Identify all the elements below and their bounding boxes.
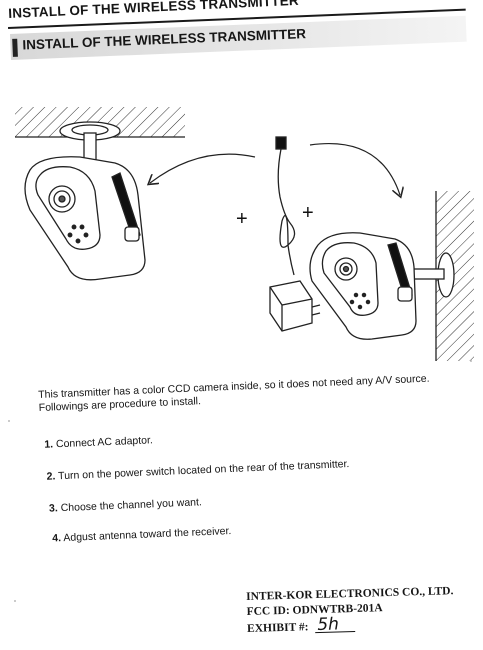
camera-ceiling-mount [24, 121, 146, 281]
step-number: 3. [48, 502, 59, 515]
step-number: 1. [44, 438, 54, 451]
scan-speck [14, 600, 16, 602]
installation-illustration: + + [15, 107, 474, 361]
list-item: 3. Choose the channel you want. [49, 496, 202, 515]
step-number: 4. [52, 532, 62, 545]
scan-speck [470, 360, 472, 362]
camera-wall-mount [309, 232, 455, 340]
plus-sign-left: + [236, 208, 248, 230]
list-item: 2. Turn on the power switch located on t… [46, 458, 349, 484]
step-text: Turn on the power switch located on the … [57, 458, 350, 483]
arrow-to-left-camera [150, 153, 256, 183]
step-text: Choose the channel you want. [60, 496, 203, 515]
section-title: INSTALL OF THE WIRELESS TRANSMITTER [22, 26, 307, 53]
step-text: Adgust antenna toward the receiver. [63, 525, 232, 545]
plus-sign-right: + [302, 202, 314, 224]
footer-block: INTER-KOR ELECTRONICS CO., LTD. FCC ID: … [246, 584, 477, 637]
exhibit-handwritten-value: 5h [315, 614, 356, 635]
list-item: 4. Adgust antenna toward the receiver. [52, 525, 232, 545]
ac-adaptor [269, 136, 321, 332]
step-text: Connect AC adaptor. [55, 434, 154, 451]
scan-speck [8, 420, 10, 422]
section-banner: INSTALL OF THE WIRELESS TRANSMITTER [10, 15, 467, 60]
list-item: 1. Connect AC adaptor. [44, 434, 153, 452]
step-number: 2. [46, 470, 56, 483]
exhibit-label: EXHIBIT #: [246, 621, 309, 635]
arrow-to-right-camera [309, 143, 400, 195]
section-marker [12, 38, 18, 57]
